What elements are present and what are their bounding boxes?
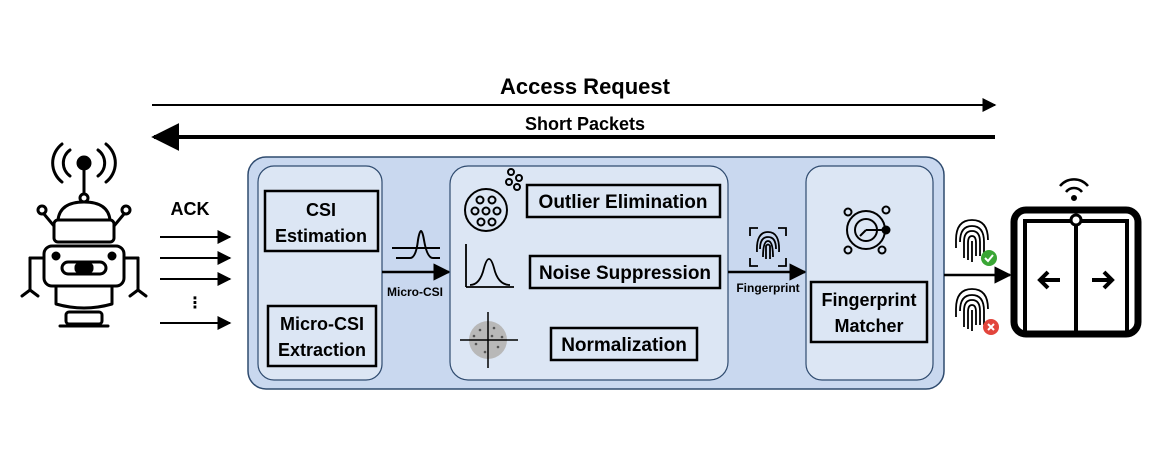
fingerprint-reject-icon (955, 288, 999, 335)
micro-csi-extraction-label: Micro-CSI (280, 314, 364, 334)
ack-dots: ⋮ (187, 295, 203, 312)
scatter-icon (460, 312, 518, 368)
normalization-label: Normalization (561, 335, 687, 356)
noise-suppression-box (528, 254, 722, 290)
fingerprint-accept-icon (955, 219, 997, 266)
csi-estimation-box (263, 189, 380, 253)
access-request-label: Access Request (500, 74, 671, 99)
short-packets-label: Short Packets (525, 114, 645, 134)
micro-csi-extraction-label-2: Extraction (278, 340, 366, 360)
outlier-elimination-box (525, 183, 722, 219)
ack-arrows (160, 230, 232, 330)
gaussian-icon (465, 244, 514, 288)
door-icon (1010, 178, 1142, 338)
outlier-elimination-label: Outlier Elimination (539, 192, 708, 213)
noise-suppression-label: Noise Suppression (539, 263, 711, 284)
fingerprint-scan-icon (749, 227, 787, 267)
network-icon (843, 205, 891, 255)
wave-icon (392, 230, 440, 259)
cluster-icon (464, 168, 523, 232)
micro-csi-label: Micro-CSI (387, 285, 443, 299)
fingerprint-matcher-label-2: Matcher (834, 316, 903, 336)
micro-csi-extraction-box (266, 304, 378, 368)
fingerprint-link-label: Fingerprint (736, 281, 799, 295)
normalization-box (549, 326, 699, 362)
csi-estimation-label-2: Estimation (275, 226, 367, 246)
ack-label: ACK (171, 199, 210, 219)
fingerprint-matcher-box (809, 280, 929, 344)
csi-estimation-label: CSI (306, 200, 336, 220)
robot-icon (20, 142, 148, 328)
matcher-subpanel (805, 165, 934, 381)
fingerprint-matcher-label: Fingerprint (822, 290, 917, 310)
